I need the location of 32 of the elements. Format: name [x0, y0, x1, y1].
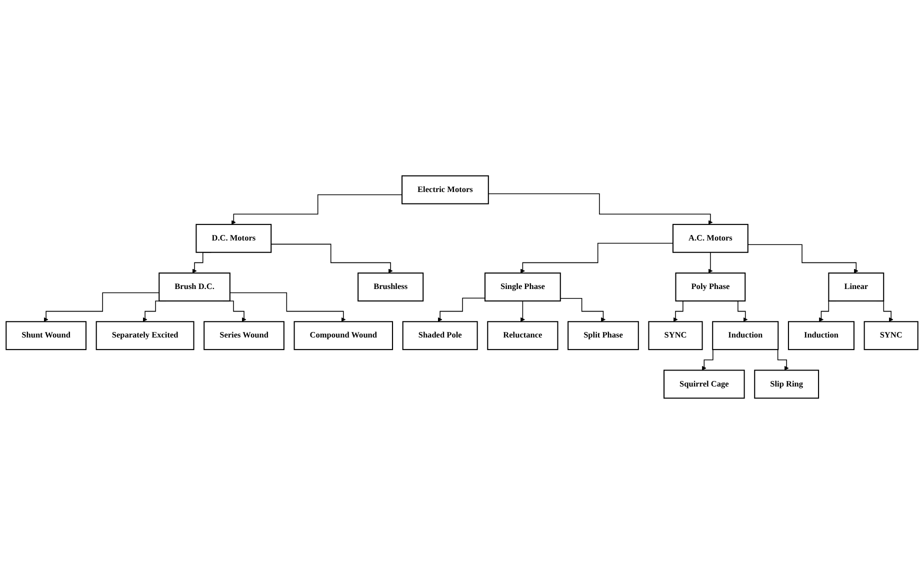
arrow: [560, 298, 606, 322]
node-box: Squirrel Cage: [664, 370, 745, 399]
node-box: Separately Excited: [96, 321, 194, 350]
node-box: Poly Phase: [675, 272, 746, 302]
node-box: A.C. Motors: [672, 224, 748, 253]
node-box: Series Wound: [204, 321, 284, 350]
arrow: [44, 292, 160, 322]
node-box: SYNC: [864, 321, 918, 350]
node-box: Reluctance: [487, 321, 558, 350]
arrow: [520, 300, 525, 322]
node-box: Induction: [712, 321, 779, 350]
arrow: [270, 244, 393, 274]
arrow: [520, 242, 674, 274]
arrow: [708, 252, 713, 274]
arrow: [438, 298, 486, 322]
node-box: Shunt Wound: [6, 321, 87, 350]
node-box: Shaded Pole: [402, 321, 478, 350]
node-box: Single Phase: [484, 272, 561, 302]
node-box: Induction: [788, 321, 854, 350]
node-box: Slip Ring: [754, 370, 820, 399]
node-box: Split Phase: [568, 321, 639, 350]
node-box: Linear: [828, 272, 884, 302]
arrow: [488, 193, 713, 225]
node-box: Electric Motors: [402, 175, 489, 204]
node-box: Brush D.C.: [158, 272, 230, 302]
node-box: Compound Wound: [294, 321, 394, 350]
arrow: [231, 194, 402, 225]
node-box: SYNC: [648, 321, 703, 350]
node-box: D.C. Motors: [196, 224, 272, 253]
arrow: [230, 292, 346, 322]
arrow: [748, 244, 858, 274]
node-box: Brushless: [358, 272, 424, 302]
